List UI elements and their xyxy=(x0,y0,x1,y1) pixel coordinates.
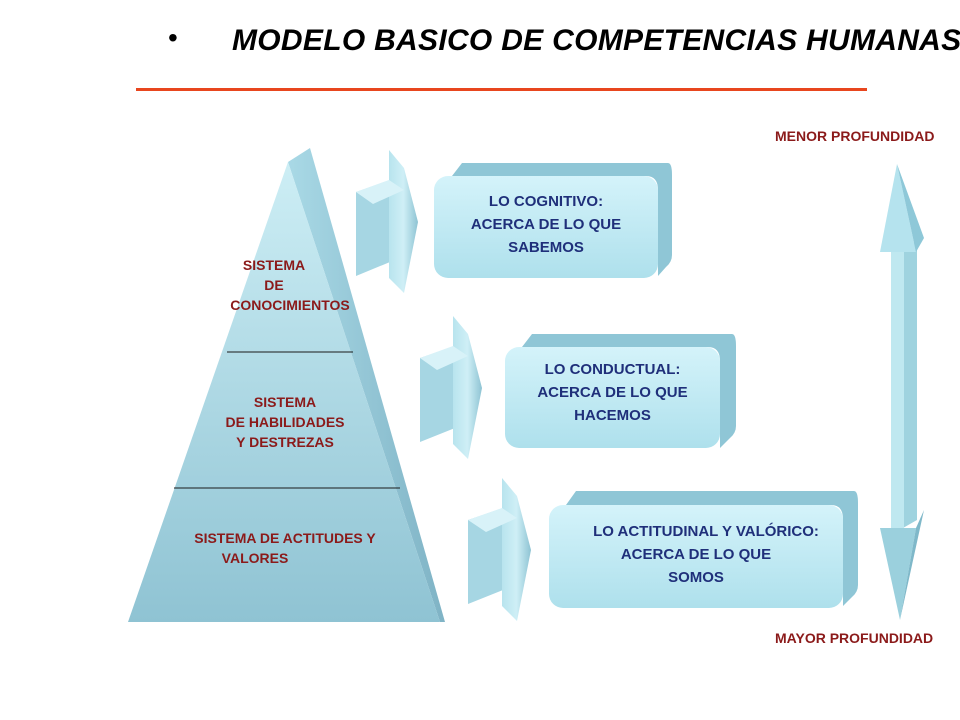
pyramid-label-line: Y DESTREZAS xyxy=(236,434,334,450)
box-actitudinal xyxy=(549,491,858,608)
depth-label-bottom: MAYOR PROFUNDIDAD xyxy=(775,630,934,646)
block-arrow-1 xyxy=(356,150,418,293)
title-bullet: • xyxy=(168,22,178,53)
box-label-line: LO ACTITUDINAL Y VALÓRICO: xyxy=(593,523,819,540)
box-label-cognitivo: LO COGNITIVO: ACERCA DE LO QUE SABEMOS xyxy=(434,190,658,259)
page-title: MODELO BASICO DE COMPETENCIAS HUMANAS xyxy=(232,24,960,57)
pyramid-label-line: CONOCIMIENTOS xyxy=(230,297,350,313)
depth-arrow-head-top xyxy=(880,164,916,252)
title-row: • MODELO BASICO DE COMPETENCIAS HUMANAS xyxy=(0,20,960,64)
pyramid-label-habilidades: SISTEMA DE HABILIDADES Y DESTREZAS xyxy=(195,392,375,452)
pyramid-label-line: DE HABILIDADES xyxy=(225,414,345,430)
depth-arrow-shaft xyxy=(891,252,904,528)
pyramid-label-line: VALORES xyxy=(221,550,289,566)
pyramid-label-line: SISTEMA DE ACTITUDES Y xyxy=(194,530,376,546)
box-label-actitudinal: LO ACTITUDINAL Y VALÓRICO: ACERCA DE LO … xyxy=(549,520,843,589)
box-label-line: LO COGNITIVO: xyxy=(488,193,604,210)
pyramid xyxy=(128,148,445,622)
box-label-line: ACERCA DE LO QUE xyxy=(620,546,772,563)
depth-label-top: MENOR PROFUNDIDAD xyxy=(775,128,935,144)
box-label-line: SOMOS xyxy=(668,569,724,586)
pyramid-front-face xyxy=(128,162,440,622)
depth-double-arrow xyxy=(880,164,924,620)
box-cognitivo xyxy=(434,163,672,278)
box-label-line: SABEMOS xyxy=(508,239,584,256)
block-arrow-3 xyxy=(468,478,531,621)
depth-arrow-shaft-side xyxy=(903,240,917,528)
pyramid-label-conocimientos: SISTEMA DE CONOCIMIENTOS xyxy=(200,255,380,315)
title-underline xyxy=(136,88,867,91)
pyramid-label-actitudes: SISTEMA DE ACTITUDES Y VALORES xyxy=(170,528,400,568)
box-label-conductual: LO CONDUCTUAL: ACERCA DE LO QUE HACEMOS xyxy=(505,358,720,427)
pyramid-label-line: DE xyxy=(264,277,284,293)
box-label-line: HACEMOS xyxy=(574,407,651,424)
pyramid-label-line: SISTEMA xyxy=(253,394,317,410)
box-label-line: LO CONDUCTUAL: xyxy=(544,361,681,378)
box-conductual xyxy=(505,334,736,448)
pyramid-side-face xyxy=(288,148,445,622)
block-arrow-2 xyxy=(420,316,482,459)
box-label-line: ACERCA DE LO QUE xyxy=(537,384,688,401)
box-label-line: ACERCA DE LO QUE xyxy=(470,216,622,233)
pyramid-label-line: SISTEMA xyxy=(242,257,306,273)
depth-arrow-head-bottom xyxy=(880,528,916,620)
